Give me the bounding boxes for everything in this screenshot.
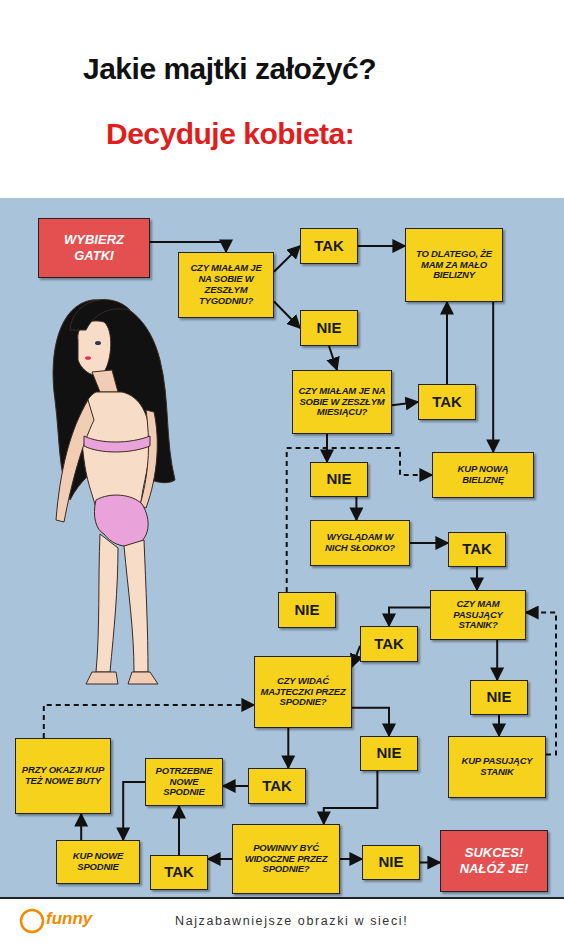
node-text: KUP NOWE SPODNIE — [61, 851, 135, 873]
node-text: NIE — [316, 320, 341, 337]
node-text: KUP NOWĄ BIELIZNĘ — [437, 464, 529, 486]
footer-caption: Najzabawniejsze obrazki w sieci! — [175, 914, 408, 928]
flow-arrow — [392, 402, 418, 405]
flow-arrow — [324, 771, 378, 824]
flow-arrow — [274, 246, 300, 272]
logo-text: funny — [46, 909, 92, 929]
node-text: CZY MIAŁAM JE NA SOBIE W ZESZŁYM TYGODNI… — [183, 263, 269, 307]
node-text: NIE — [294, 602, 319, 619]
node-text: CZY WIDAĆ MAJTECZKI PRZEZ SPODNIE? — [259, 676, 347, 709]
answer-box: TAK — [248, 768, 306, 804]
answer-box: TAK — [360, 626, 418, 662]
node-text: TO DLATEGO, ŻE MAM ZA MAŁO BIELIZNY — [410, 249, 498, 282]
flow-arrow — [340, 858, 362, 860]
process-box: KUP NOWE SPODNIE — [56, 840, 140, 884]
lips — [85, 356, 91, 360]
answer-box: NIE — [278, 592, 336, 628]
answer-box: TAK — [418, 384, 476, 420]
process-box: CZY MIAŁAM JE NA SOBIE W ZESZŁYM TYGODNI… — [178, 252, 274, 318]
flow-arrow — [208, 858, 232, 860]
process-box: CZY WIDAĆ MAJTECZKI PRZEZ SPODNIE? — [254, 656, 352, 728]
terminal-box: SUKCES! NAŁÓŻ JE! — [440, 830, 548, 892]
process-box: POWINNY BYĆ WIDOCZNE PRZEZ SPODNIE? — [232, 824, 340, 894]
answer-box: TAK — [300, 228, 358, 264]
node-text: WYGLĄDAM W NICH SŁODKO? — [315, 532, 405, 554]
flow-arrow — [526, 613, 556, 755]
node-text: NIE — [376, 745, 401, 762]
process-box: WYGLĄDAM W NICH SŁODKO? — [310, 520, 410, 566]
answer-box: NIE — [300, 310, 358, 346]
node-text: NIE — [326, 471, 351, 488]
node-text: TAK — [432, 394, 462, 411]
node-text: TAK — [374, 636, 404, 653]
flow-arrow — [287, 728, 289, 768]
process-box: TO DLATEGO, ŻE MAM ZA MAŁO BIELIZNY — [405, 228, 503, 302]
node-text: TAK — [314, 238, 344, 255]
flow-arrow — [352, 708, 389, 736]
node-text: WYBIERZ GATKI — [43, 232, 145, 263]
flow-arrow — [492, 302, 494, 452]
node-text: POTRZEBNE NOWE SPODNIE — [150, 766, 218, 799]
answer-box: TAK — [150, 855, 208, 890]
node-text: CZY MAM PASUJĄCY STANIK? — [435, 599, 521, 632]
flow-arrow — [178, 806, 180, 855]
flow-arrow — [496, 640, 498, 680]
process-box: KUP NOWĄ BIELIZNĘ — [432, 452, 534, 498]
flow-arrow — [123, 782, 145, 840]
node-text: POWINNY BYĆ WIDOCZNE PRZEZ SPODNIE? — [237, 843, 335, 876]
answer-box: NIE — [360, 736, 418, 771]
terminal-box: WYBIERZ GATKI — [38, 218, 150, 278]
flow-arrow — [150, 242, 226, 252]
process-box: POTRZEBNE NOWE SPODNIE — [145, 758, 223, 806]
subtitle: Decyduje kobieta: — [106, 117, 354, 151]
process-box: CZY MIAŁAM JE NA SOBIE W ZESZŁYM MIESIĄC… — [292, 370, 392, 434]
process-box: PRZY OKAZJI KUP TEŻ NOWE BUTY — [15, 738, 111, 814]
flow-arrow — [329, 346, 337, 370]
woman-figure — [53, 300, 175, 684]
diagram-ground — [0, 198, 564, 898]
flow-arrow — [287, 448, 432, 592]
node-text: NIE — [486, 689, 511, 706]
flow-arrow — [223, 785, 248, 787]
answer-box: NIE — [310, 462, 368, 497]
flow-arrow — [352, 646, 360, 667]
flow-arrow — [476, 567, 478, 590]
node-text: TAK — [164, 864, 194, 881]
flow-arrow — [410, 542, 448, 544]
node-text: SUKCES! NAŁÓŻ JE! — [445, 845, 543, 876]
flow-arrow — [355, 497, 357, 520]
node-text: KUP PASUJĄCY STANIK — [453, 756, 541, 778]
node-text: PRZY OKAZJI KUP TEŻ NOWE BUTY — [20, 765, 106, 787]
node-text: CZY MIAŁAM JE NA SOBIE W ZESZŁYM MIESIĄC… — [297, 386, 387, 419]
flow-arrow — [389, 608, 430, 627]
answer-box: NIE — [362, 845, 420, 880]
flow-arrow — [446, 302, 448, 384]
node-text: TAK — [462, 541, 492, 558]
logo-ring — [21, 910, 43, 932]
flow-arrow — [358, 245, 405, 247]
answer-box: NIE — [470, 680, 528, 715]
flow-arrow — [420, 862, 440, 864]
flow-arrow — [44, 705, 254, 738]
eye — [95, 341, 101, 345]
answer-box: TAK — [448, 532, 506, 567]
flow-arrow — [498, 715, 500, 736]
node-text: TAK — [262, 778, 292, 795]
process-box: KUP PASUJĄCY STANIK — [448, 736, 546, 798]
title: Jakie majtki założyć? — [83, 52, 376, 86]
flow-arrow — [80, 814, 82, 840]
footer-rule — [0, 897, 564, 899]
node-text: NIE — [378, 854, 403, 871]
process-box: CZY MAM PASUJĄCY STANIK? — [430, 590, 526, 640]
flow-arrow — [274, 302, 300, 329]
